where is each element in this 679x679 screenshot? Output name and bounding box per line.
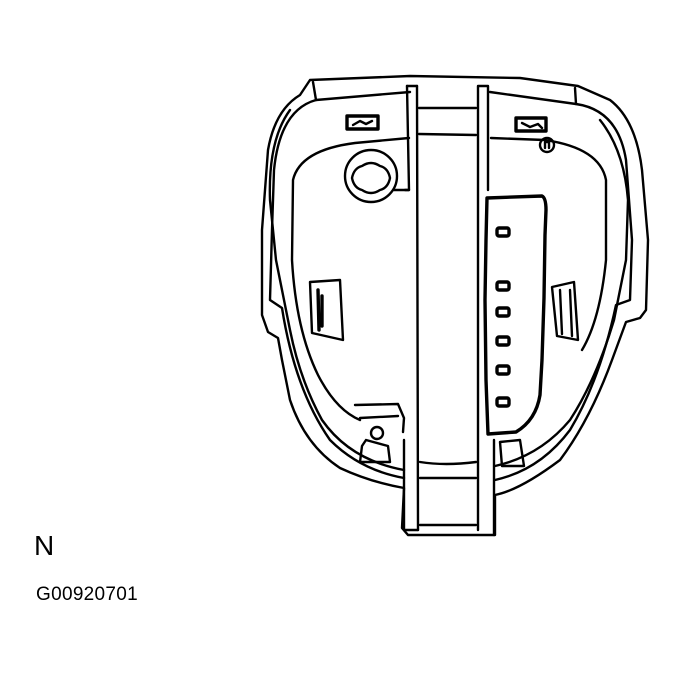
shift-channel bbox=[392, 84, 496, 537]
top-tabs bbox=[345, 114, 556, 154]
bottom-clips bbox=[353, 402, 526, 468]
round-recess bbox=[343, 148, 399, 204]
view-label: N bbox=[34, 530, 55, 561]
inner-panel bbox=[290, 136, 608, 422]
side-clips bbox=[308, 278, 580, 342]
switch-module bbox=[483, 194, 548, 436]
figure-id: G00920701 bbox=[36, 584, 139, 605]
